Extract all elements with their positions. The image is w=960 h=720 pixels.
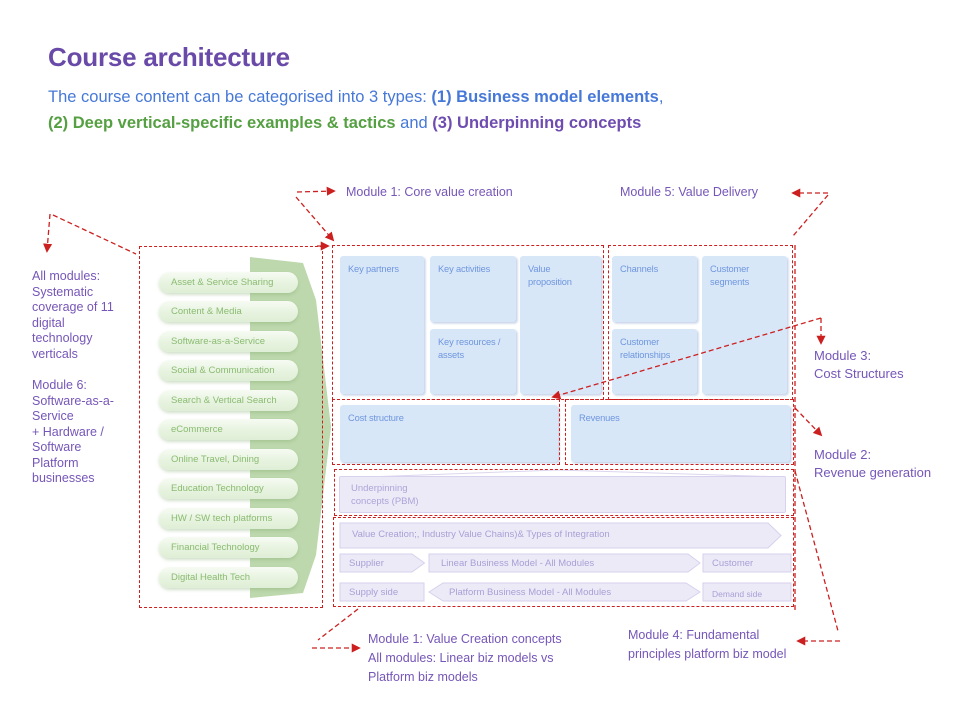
key-partners-label: Key partners	[348, 264, 399, 274]
key-resources-label: Key resources / assets	[438, 337, 501, 360]
vertical-pill: Digital Health Tech	[159, 567, 298, 588]
supply-side-label: Supply side	[349, 587, 399, 598]
subtitle-type1: (1) Business model elements	[431, 88, 659, 106]
annotation-module1-top: Module 1: Core value creation	[346, 185, 513, 199]
value-delivery-dashed-frame	[608, 245, 793, 400]
customer-segments-label: Customer segments	[710, 264, 750, 287]
subtitle-and: and	[395, 114, 433, 132]
underpinning-dashed-frame	[334, 469, 794, 516]
cost-dashed-frame	[332, 399, 560, 465]
vertical-pill: Content & Media	[159, 301, 298, 322]
vertical-pill: eCommerce	[159, 419, 298, 440]
vertical-pill: Search & Vertical Search	[159, 390, 298, 411]
customer-label: Customer	[712, 558, 754, 569]
key-activities-box: Key activities	[430, 256, 516, 322]
demand-side-label: Demand side	[712, 589, 763, 599]
subtitle-type3: (3) Underpinning concepts	[432, 114, 642, 132]
annotation-module5-top: Module 5: Value Delivery	[620, 185, 759, 199]
revenues-label: Revenues	[579, 413, 620, 423]
vertical-pill: Asset & Service Sharing	[159, 272, 298, 293]
platform-dashed-frame	[333, 517, 794, 607]
underpinning-concepts-box: Underpinning concepts (PBM)	[339, 476, 786, 513]
subtitle-line-2: (2) Deep vertical-specific examples & ta…	[48, 114, 641, 133]
subtitle-type2: (2) Deep vertical-specific examples & ta…	[48, 114, 396, 132]
core-value-dashed-frame	[332, 245, 604, 400]
annotation-module4-bottom: Module 4: Fundamental principles platfor…	[628, 628, 787, 661]
key-resources-box: Key resources / assets	[430, 329, 516, 394]
subtitle-comma: ,	[658, 88, 664, 106]
value-proposition-label: Value proposition	[528, 264, 572, 287]
cost-structure-label: Cost structure	[348, 413, 404, 423]
subtitle-intro: The course content can be categorised in…	[48, 88, 432, 106]
vertical-pill: HW / SW tech platforms	[159, 508, 298, 529]
vertical-pill: Social & Communication	[159, 360, 298, 381]
supplier-label: Supplier	[349, 558, 384, 569]
key-activities-label: Key activities	[438, 264, 491, 274]
platform-model-label: Platform Business Model - All Modules	[449, 587, 612, 598]
annotation-all-modules: All modules: Systematic coverage of 11 d…	[32, 269, 114, 361]
vertical-pill: Software-as-a-Service	[159, 331, 298, 352]
page-title: Course architecture	[48, 42, 290, 72]
annotation-module1-bottom: Module 1: Value Creation concepts All mo…	[368, 632, 562, 684]
channels-box: Channels	[612, 256, 697, 322]
key-partners-box: Key partners	[340, 256, 424, 394]
verticals-dashed-frame	[139, 246, 323, 608]
value-creation-label: Value Creation;, Industry Value Chains)&…	[352, 529, 610, 540]
subtitle-line-1: The course content can be categorised in…	[48, 88, 663, 107]
channels-label: Channels	[620, 264, 659, 274]
vertical-pill: Financial Technology	[159, 537, 298, 558]
cost-structure-box: Cost structure	[340, 405, 558, 462]
revenues-dashed-frame	[565, 399, 794, 465]
annotation-module6: Module 6: Software-as-a- Service + Hardw…	[32, 378, 114, 485]
vertical-pill: Online Travel, Dining	[159, 449, 298, 470]
revenues-box: Revenues	[571, 405, 790, 462]
annotation-module2: Module 2: Revenue generation	[814, 447, 932, 480]
annotation-module3: Module 3: Cost Structures	[814, 348, 904, 381]
vertical-pill: Education Technology	[159, 478, 298, 499]
linear-model-label: Linear Business Model - All Modules	[441, 558, 595, 569]
